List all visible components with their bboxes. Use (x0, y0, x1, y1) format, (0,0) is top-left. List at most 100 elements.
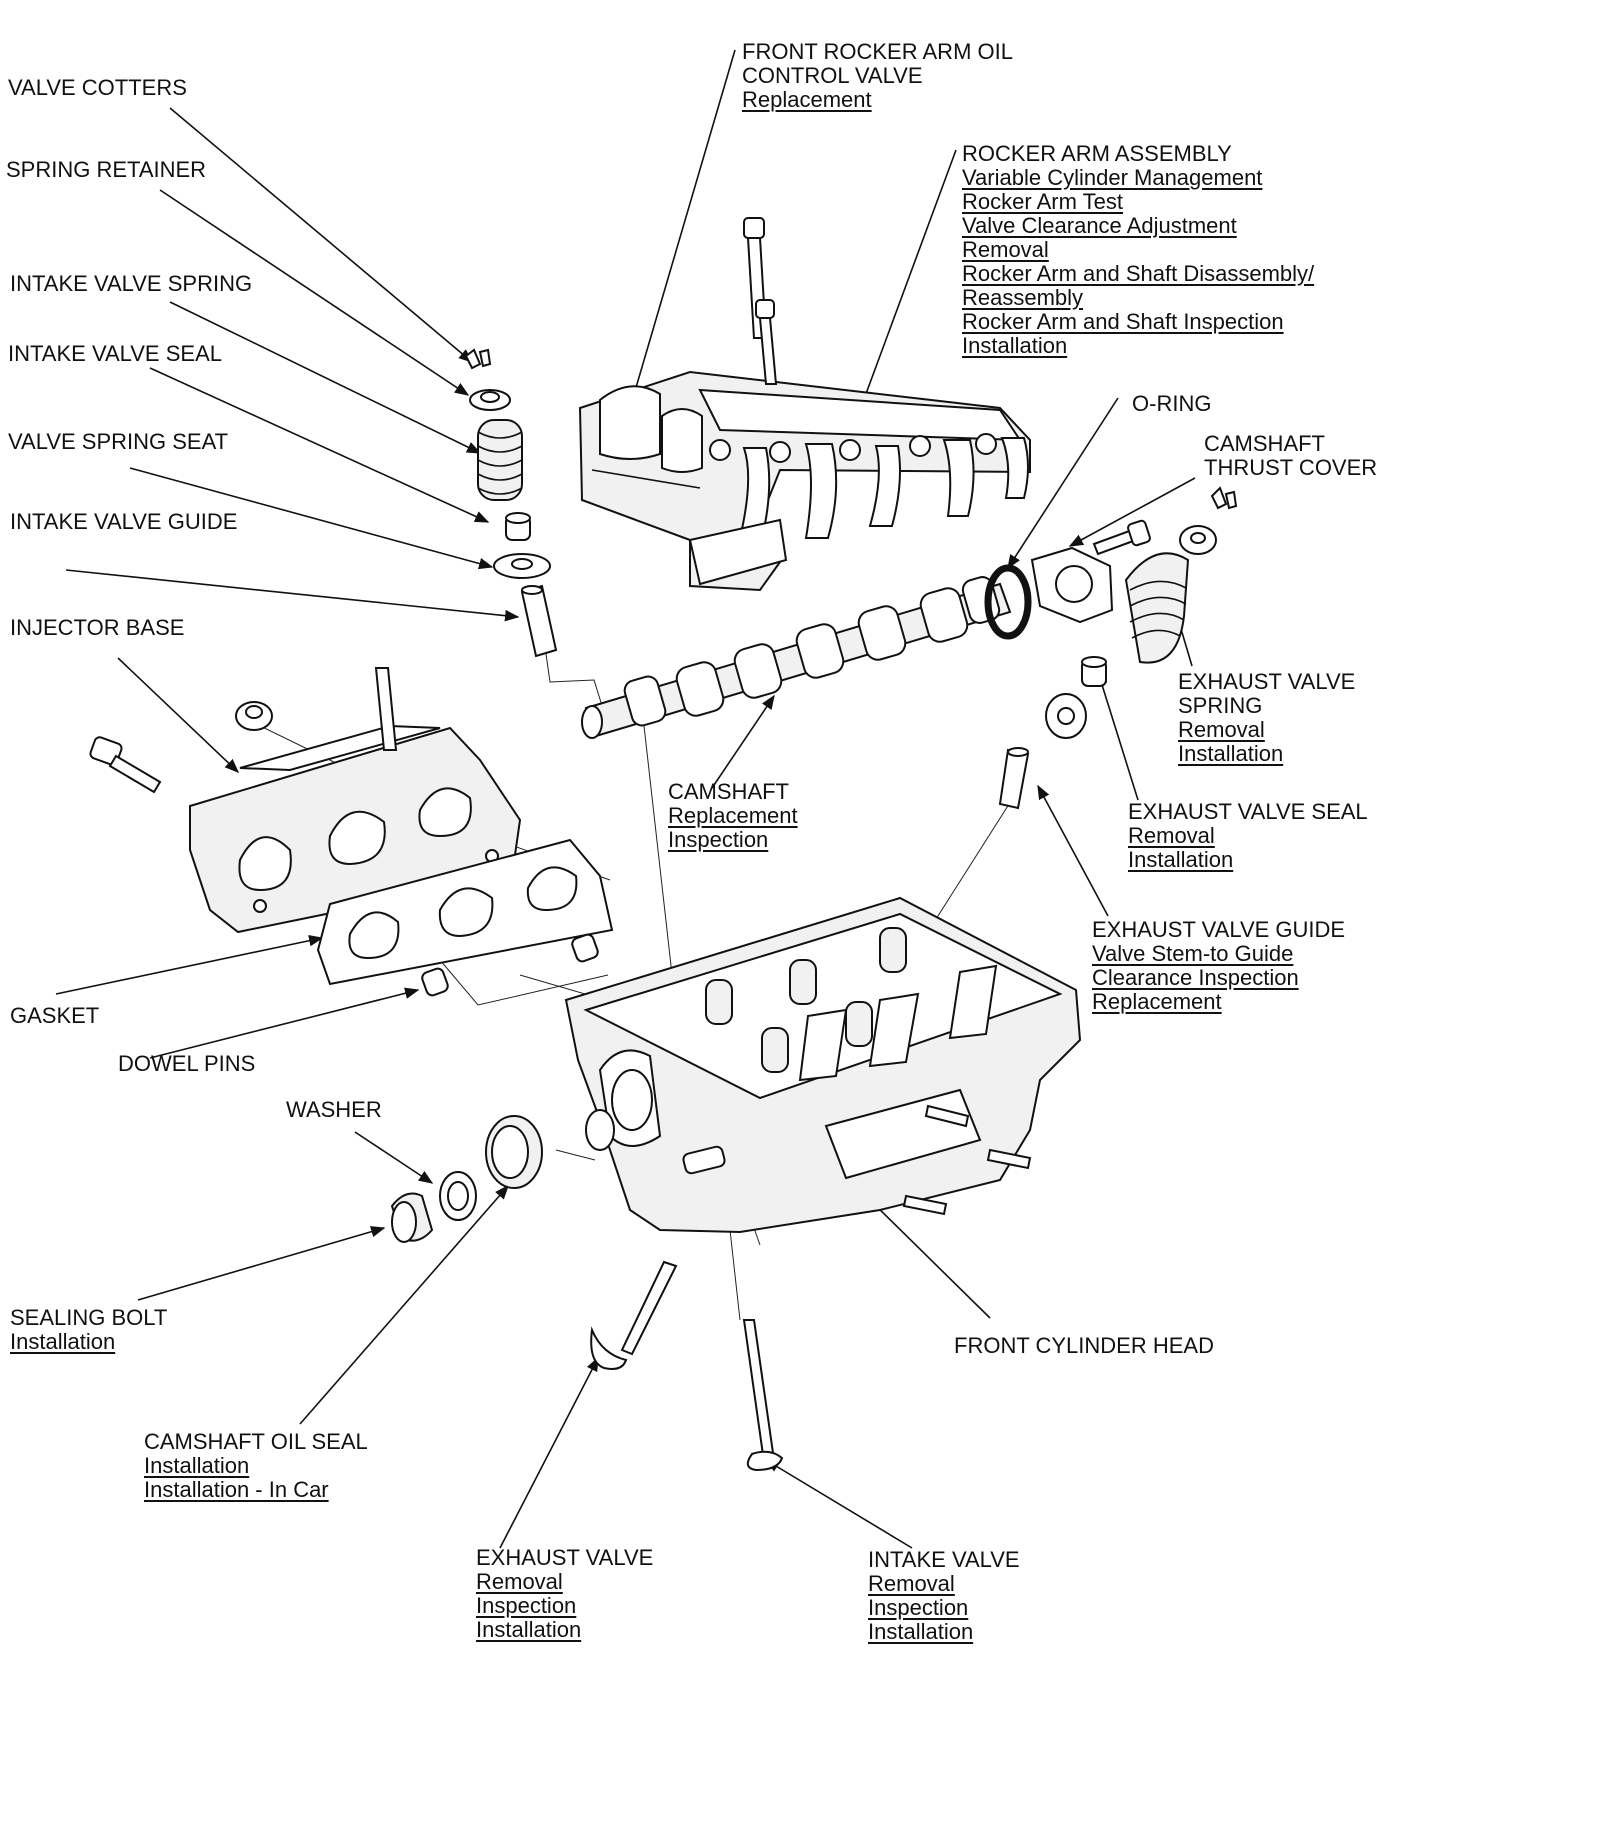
exhaust-valve-spring-icon (1124, 552, 1190, 664)
link-camshaft-oil-seal-installation[interactable]: Installation (144, 1453, 250, 1478)
label-camshaft: CAMSHAFT Replacement Inspection (668, 780, 798, 852)
intake-valve-icon (742, 1319, 784, 1472)
link-exhaust-valve-installation[interactable]: Installation (476, 1617, 582, 1642)
label-spring-retainer: SPRING RETAINER (6, 158, 206, 182)
label-front-rocker-arm-oil-control-valve: FRONT ROCKER ARM OIL CONTROL VALVE Repla… (742, 40, 1013, 112)
label-title: EXHAUST VALVE (476, 1545, 654, 1570)
link-camshaft-replacement[interactable]: Replacement (668, 803, 798, 828)
link-rocker-shaft-disassembly[interactable]: Rocker Arm and Shaft Disassembly/ (962, 261, 1315, 286)
valve-spring-seat-icon (493, 553, 551, 579)
link-rocker-installation[interactable]: Installation (962, 333, 1068, 358)
injector-bolt-icon (89, 736, 162, 794)
intake-valve-spring-icon (477, 419, 523, 501)
label-title: INJECTOR BASE (10, 615, 185, 640)
label-title: INTAKE VALVE SEAL (8, 341, 222, 366)
label-intake-valve: INTAKE VALVE Removal Inspection Installa… (868, 1548, 1020, 1644)
injector-stud-icon (374, 667, 398, 751)
label-title: WASHER (286, 1097, 382, 1122)
label-exhaust-valve-guide: EXHAUST VALVE GUIDE Valve Stem-to Guide … (1092, 918, 1345, 1014)
label-title: CAMSHAFT (668, 779, 789, 804)
camshaft-thrust-cover-icon (1030, 546, 1114, 624)
label-title: VALVE COTTERS (8, 75, 187, 100)
exhaust-valve-guide-icon (998, 747, 1030, 810)
intake-valve-cotters-icon (464, 348, 492, 370)
label-injector-base: INJECTOR BASE (10, 616, 184, 640)
thrust-cover-bolt-icon (1092, 519, 1151, 556)
label-title: EXHAUST VALVE SEAL (1128, 799, 1368, 824)
washer-icon (439, 1171, 477, 1221)
link-exhaust-valve-seal-installation[interactable]: Installation (1128, 847, 1234, 872)
label-title: INTAKE VALVE GUIDE (10, 509, 238, 534)
exhaust-spring-retainer-icon (1179, 525, 1217, 555)
dowel-pins-icon (421, 933, 599, 997)
label-title: ROCKER ARM ASSEMBLY (962, 141, 1232, 166)
link-exhaust-guide-stem-to-guide[interactable]: Valve Stem-to Guide (1092, 941, 1294, 966)
label-camshaft-oil-seal: CAMSHAFT OIL SEAL Installation Installat… (144, 1430, 368, 1502)
link-camshaft-oil-seal-installation-in-car[interactable]: Installation - In Car (144, 1477, 329, 1502)
sealing-bolt-icon (390, 1192, 434, 1243)
link-exhaust-guide-clearance-inspection[interactable]: Clearance Inspection (1092, 965, 1299, 990)
rocker-arm-assembly-icon (578, 370, 1031, 592)
label-dowel-pins: DOWEL PINS (118, 1052, 255, 1076)
link-exhaust-valve-spring-removal[interactable]: Removal (1178, 717, 1265, 742)
front-cylinder-head-icon (564, 896, 1082, 1234)
link-exhaust-valve-seal-removal[interactable]: Removal (1128, 823, 1215, 848)
label-title: VALVE SPRING SEAT (8, 429, 229, 454)
link-intake-valve-inspection[interactable]: Inspection (868, 1595, 969, 1620)
label-gasket: GASKET (10, 1004, 99, 1028)
link-rocker-arm-test[interactable]: Rocker Arm Test (962, 189, 1123, 214)
link-oil-control-valve-replacement[interactable]: Replacement (742, 87, 872, 112)
camshaft-oil-seal-icon (485, 1115, 543, 1189)
label-rocker-arm-assembly: ROCKER ARM ASSEMBLY Variable Cylinder Ma… (962, 142, 1314, 358)
exhaust-valve-icon (590, 1260, 678, 1370)
leader-lines (55, 49, 1196, 1549)
link-camshaft-inspection[interactable]: Inspection (668, 827, 769, 852)
label-front-cylinder-head: FRONT CYLINDER HEAD (954, 1334, 1214, 1358)
injector-collar-icon (235, 701, 273, 731)
exhaust-valve-spring-seat-icon (1045, 693, 1087, 739)
label-o-ring: O-RING (1132, 392, 1211, 416)
label-intake-valve-seal: INTAKE VALVE SEAL (8, 342, 222, 366)
link-exhaust-valve-inspection[interactable]: Inspection (476, 1593, 577, 1618)
intake-valve-guide-icon (520, 584, 558, 658)
o-ring-icon (984, 564, 1032, 640)
label-title: EXHAUST VALVE GUIDE (1092, 917, 1346, 942)
link-exhaust-guide-replacement[interactable]: Replacement (1092, 989, 1222, 1014)
label-title: INTAKE VALVE (868, 1547, 1020, 1572)
camshaft-icon (581, 576, 1012, 739)
label-title: GASKET (10, 1003, 100, 1028)
label-title-line2: THRUST COVER (1204, 455, 1378, 480)
label-title: SEALING BOLT (10, 1305, 168, 1330)
gasket-icon (316, 838, 614, 986)
label-title: SPRING RETAINER (6, 157, 207, 182)
exhaust-valve-cotters-icon (1210, 486, 1238, 510)
intake-valve-seal-icon (505, 512, 531, 541)
link-intake-valve-removal[interactable]: Removal (868, 1571, 955, 1596)
link-rocker-variable-cylinder-management[interactable]: Variable Cylinder Management (962, 165, 1263, 190)
label-title: EXHAUST VALVE (1178, 669, 1356, 694)
label-title: CAMSHAFT (1204, 431, 1325, 456)
link-rocker-removal[interactable]: Removal (962, 237, 1049, 262)
label-valve-cotters: VALVE COTTERS (8, 76, 187, 100)
label-title: FRONT ROCKER ARM OIL (742, 39, 1013, 64)
link-exhaust-valve-spring-installation[interactable]: Installation (1178, 741, 1284, 766)
link-rocker-shaft-reassembly[interactable]: Reassembly (962, 285, 1084, 310)
label-title-line2: CONTROL VALVE (742, 63, 923, 88)
link-rocker-valve-clearance-adjustment[interactable]: Valve Clearance Adjustment (962, 213, 1237, 238)
link-exhaust-valve-removal[interactable]: Removal (476, 1569, 563, 1594)
label-title: DOWEL PINS (118, 1051, 256, 1076)
label-intake-valve-spring: INTAKE VALVE SPRING (10, 272, 252, 296)
exhaust-valve-seal-icon (1081, 656, 1107, 687)
label-title: O-RING (1132, 391, 1212, 416)
label-title: FRONT CYLINDER HEAD (954, 1333, 1214, 1358)
intake-spring-retainer-icon (469, 389, 511, 411)
link-intake-valve-installation[interactable]: Installation (868, 1619, 974, 1644)
label-exhaust-valve-seal: EXHAUST VALVE SEAL Removal Installation (1128, 800, 1368, 872)
link-rocker-shaft-inspection[interactable]: Rocker Arm and Shaft Inspection (962, 309, 1284, 334)
label-exhaust-valve-spring: EXHAUST VALVE SPRING Removal Installatio… (1178, 670, 1355, 766)
label-valve-spring-seat: VALVE SPRING SEAT (8, 430, 228, 454)
label-title-line2: SPRING (1178, 693, 1263, 718)
link-sealing-bolt-installation[interactable]: Installation (10, 1329, 116, 1354)
rocker-arm-bolt-short-icon (755, 299, 778, 385)
